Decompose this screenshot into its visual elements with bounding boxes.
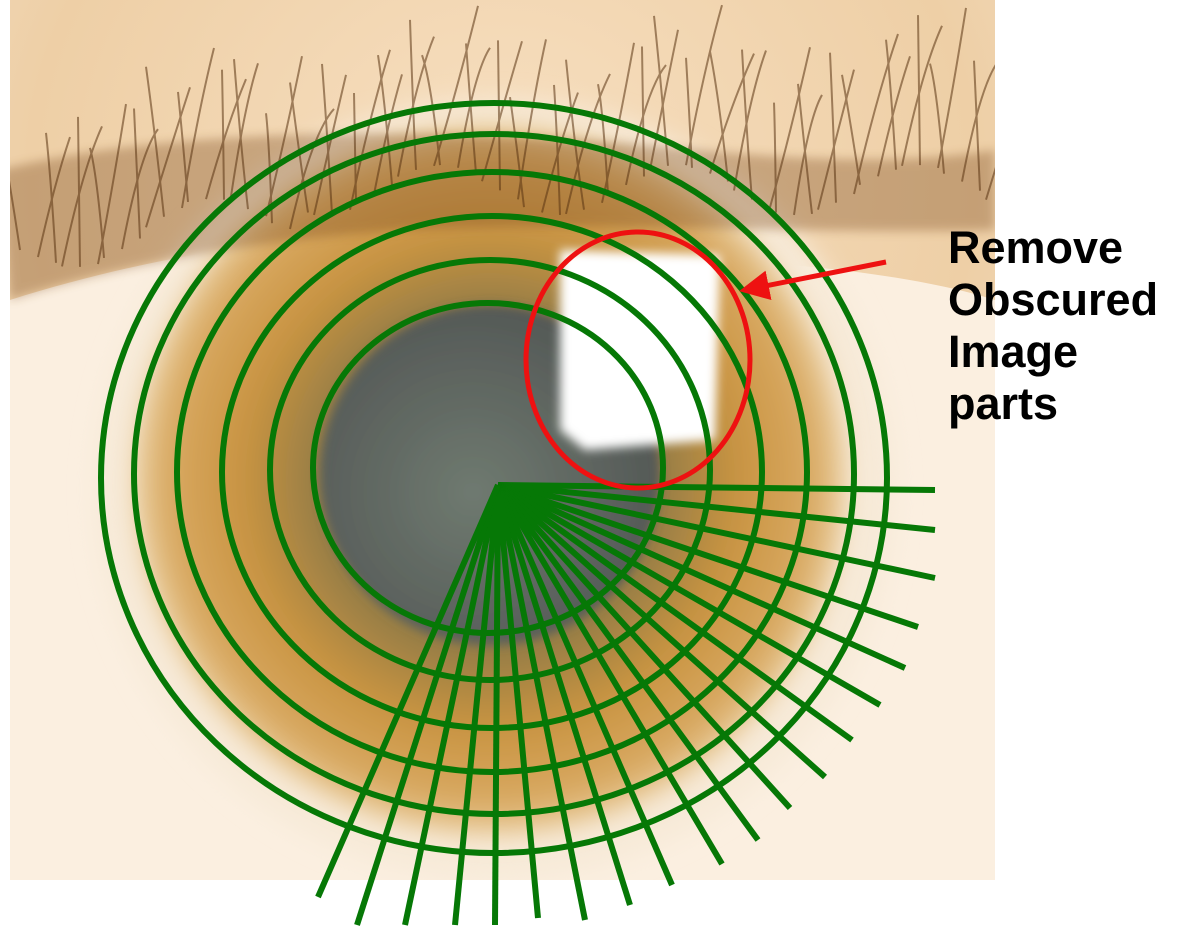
grid-spoke-16 bbox=[495, 485, 498, 925]
annotation-line-1: Remove bbox=[948, 222, 1178, 274]
annotation-line-2: Obscured bbox=[948, 274, 1178, 326]
annotation-line-4: parts bbox=[948, 378, 1178, 430]
annotation-line-3: Image bbox=[948, 326, 1178, 378]
annotation-label: Remove Obscured Image parts bbox=[948, 222, 1178, 430]
